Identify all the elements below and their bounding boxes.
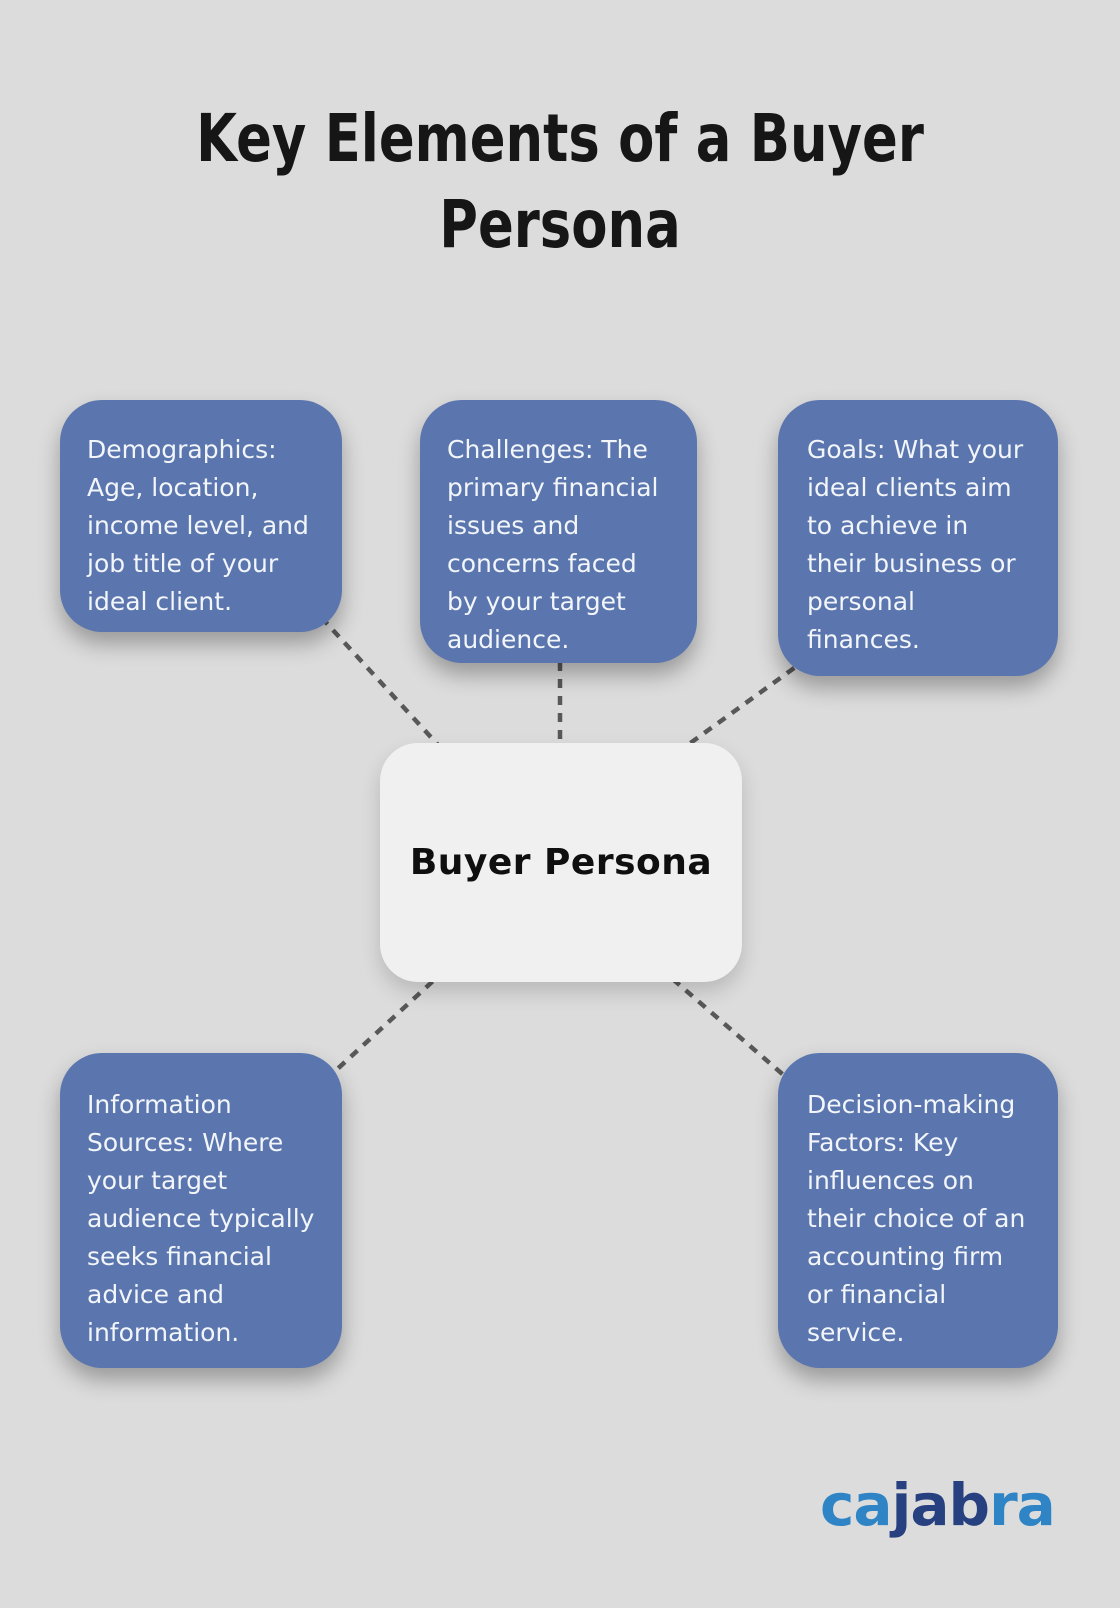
node-goals: Goals: What your ideal clients aim to ac… bbox=[778, 400, 1058, 676]
node-demographics: Demographics: Age, location, income leve… bbox=[60, 400, 342, 632]
logo-segment-ra: ra bbox=[989, 1471, 1056, 1539]
node-decision-making-factors-text: Decision-making Factors: Key influences … bbox=[807, 1090, 1026, 1347]
connector-center-information bbox=[318, 968, 447, 1087]
page-title: Key Elements of a Buyer Persona bbox=[196, 100, 924, 263]
node-demographics-text: Demographics: Age, location, income leve… bbox=[87, 435, 309, 616]
logo-segment-jab: jab bbox=[891, 1471, 991, 1539]
node-information-sources-text: Information Sources: Where your target a… bbox=[87, 1090, 315, 1347]
connector-demographics-center bbox=[308, 603, 452, 760]
center-node-label: Buyer Persona bbox=[409, 842, 713, 883]
center-node-buyer-persona: Buyer Persona bbox=[380, 743, 742, 982]
cajabra-logo: cajabra bbox=[820, 1471, 1056, 1539]
node-information-sources: Information Sources: Where your target a… bbox=[60, 1053, 342, 1368]
node-challenges: Challenges: The primary financial issues… bbox=[420, 400, 697, 663]
connector-center-decision bbox=[658, 966, 797, 1087]
connector-goals-center bbox=[676, 656, 810, 754]
node-goals-text: Goals: What your ideal clients aim to ac… bbox=[807, 435, 1024, 654]
logo-segment-ca: ca bbox=[820, 1471, 893, 1539]
node-decision-making-factors: Decision-making Factors: Key influences … bbox=[778, 1053, 1058, 1368]
node-challenges-text: Challenges: The primary financial issues… bbox=[447, 435, 659, 654]
